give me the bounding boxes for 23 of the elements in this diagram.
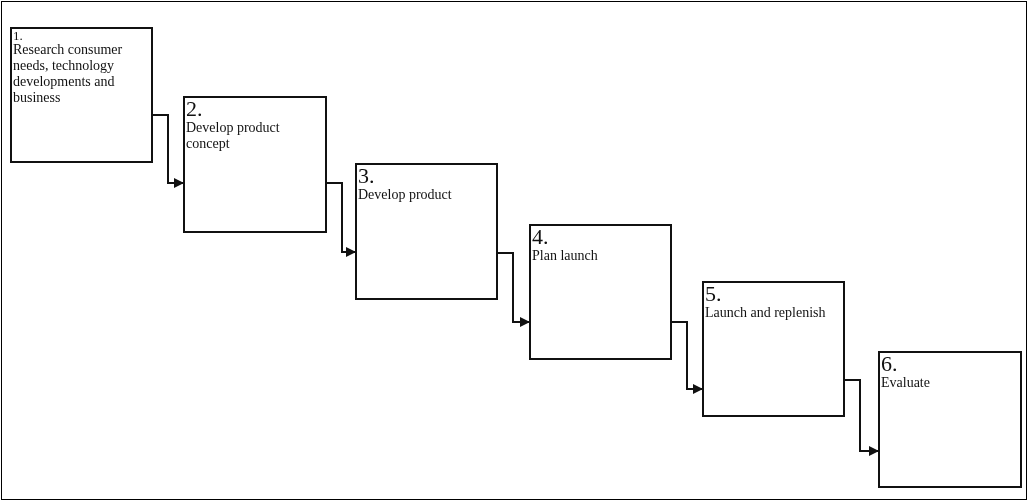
- step-number: 1.: [13, 29, 23, 42]
- step-label: Develop product: [358, 187, 452, 203]
- connector-arrow: [844, 379, 879, 456]
- step-number: 3.: [358, 165, 375, 187]
- step-label: Launch and replenish: [705, 305, 826, 321]
- connector-arrow: [326, 182, 356, 257]
- process-box: [702, 281, 845, 417]
- process-box: [878, 351, 1022, 488]
- process-box: [529, 224, 672, 360]
- process-box: [183, 96, 327, 233]
- step-label: Develop product concept: [186, 120, 281, 152]
- process-box: [10, 27, 153, 163]
- process-box: [355, 163, 498, 300]
- connector-arrow: [152, 114, 184, 188]
- step-label: Evaluate: [881, 375, 930, 391]
- step-number: 4.: [532, 226, 549, 248]
- step-label: Plan launch: [532, 248, 598, 264]
- step-label: Research consumer needs, technology developments and business: [13, 42, 124, 106]
- step-number: 2.: [186, 98, 203, 120]
- step-number: 5.: [705, 283, 722, 305]
- step-number: 6.: [881, 353, 898, 375]
- connector-arrow: [671, 321, 703, 394]
- connector-arrow: [497, 252, 530, 327]
